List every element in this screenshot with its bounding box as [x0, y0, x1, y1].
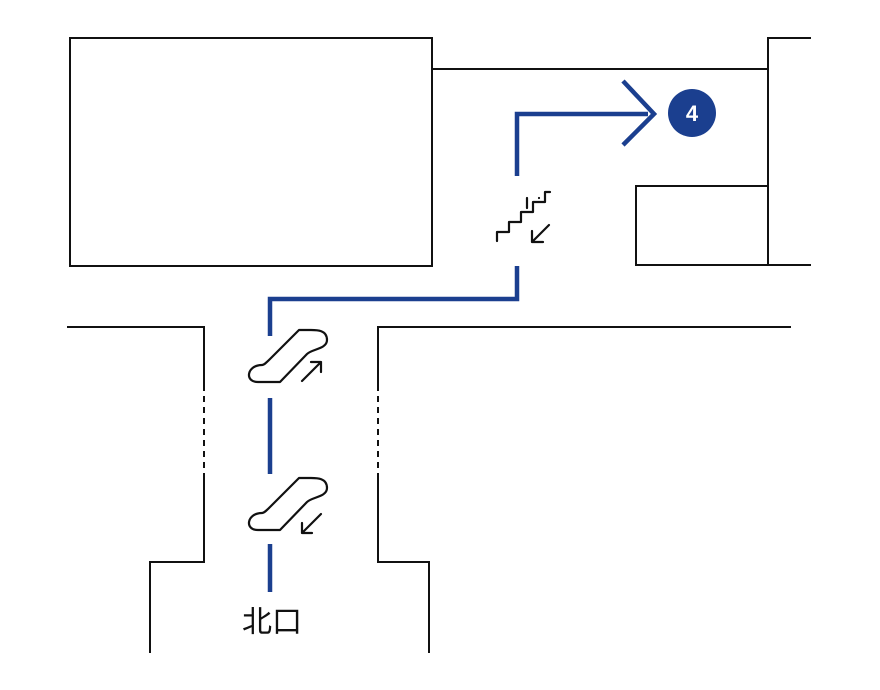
- route-arrow-icon: [621, 79, 658, 147]
- escalator-down-icon: [248, 476, 329, 535]
- exit-number: 4: [686, 101, 699, 126]
- stairs-down-icon: [495, 190, 552, 244]
- escalator-up-icon: [248, 328, 329, 384]
- route-segment-upper: [267, 266, 520, 336]
- building-block-left: [69, 37, 433, 267]
- building-walls: [67, 37, 811, 653]
- exit-badge: 4: [668, 89, 716, 137]
- exit-badge-circle: [668, 89, 716, 137]
- passage-left-wall: [67, 326, 205, 653]
- route-segment-top: [514, 111, 648, 176]
- building-right-wall: [767, 37, 811, 266]
- route-path: [267, 79, 658, 592]
- north-exit-label: 北口: [242, 605, 302, 640]
- passage-right-wall: [377, 326, 791, 653]
- kiosk-outline: [635, 185, 769, 266]
